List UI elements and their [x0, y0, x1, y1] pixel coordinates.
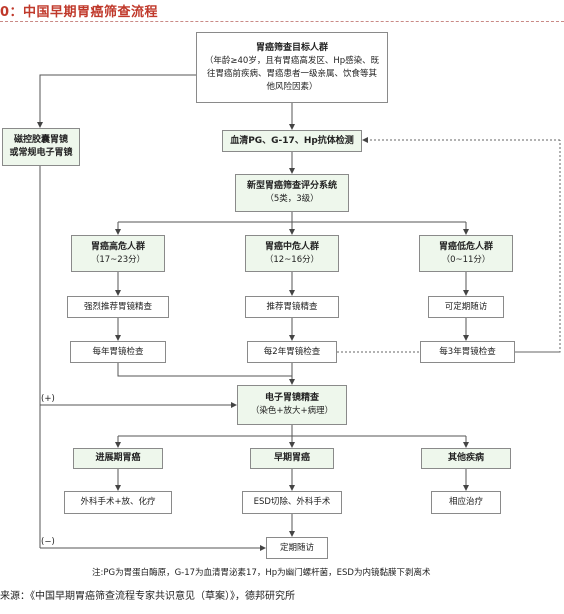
capsule-line1: 磁控胶囊胃镜: [13, 135, 68, 145]
other-treatment: 相应治疗: [448, 497, 483, 507]
capsule-line2: 或常规电子胃镜: [9, 148, 73, 158]
final-followup: 定期随访: [279, 542, 314, 553]
scoring-system-box: 新型胃癌筛查评分系统 （5类，3级）: [235, 174, 349, 212]
advanced-cancer-box: 进展期胃癌: [73, 448, 163, 469]
target-group-desc: （年龄≥40岁，且有胃癌高发区、Hp感染、既往胃癌前疾病、胃癌患者一级亲属、饮食…: [204, 55, 380, 92]
capsule-endoscopy-box: 磁控胶囊胃镜 或常规电子胃镜: [2, 128, 80, 166]
low-followup-dashed-line: [515, 140, 561, 353]
advanced-treatment: 外科手术+放、化疗: [80, 497, 156, 507]
scoring-title: 新型胃癌筛查评分系统: [246, 181, 337, 191]
scoring-sub: （5类，3级）: [265, 194, 319, 204]
low-risk-group-box: 胃癌低危人群 （0~11分）: [419, 235, 513, 272]
other-disease-title: 其他疾病: [447, 453, 484, 463]
early-cancer-title: 早期胃癌: [273, 453, 310, 463]
early-treatment-box: ESD切除、外科手术: [242, 491, 342, 514]
low-risk-followup: 每3年胃镜检查: [439, 346, 496, 357]
mid-risk-followup: 每2年胃镜检查: [263, 346, 321, 357]
high-followup-merge-line: [117, 363, 292, 377]
precise-sub: （染色+放大+病理）: [250, 406, 334, 416]
low-risk-action-box: 可定期随访: [428, 296, 504, 318]
title-divider: [0, 21, 564, 22]
final-followup-box: 定期随访: [266, 537, 328, 559]
low-risk-range: （0~11分）: [441, 254, 491, 265]
high-risk-range: （17~23分）: [90, 254, 146, 265]
serum-test-box: 血清PG、G-17、Hp抗体检测: [222, 130, 362, 152]
other-treatment-box: 相应治疗: [431, 491, 501, 514]
low-risk-title: 胃癌低危人群: [438, 241, 493, 252]
high-risk-title: 胃癌高危人群: [90, 241, 145, 252]
high-risk-group-box: 胃癌高危人群 （17~23分）: [71, 235, 165, 272]
advanced-treatment-box: 外科手术+放、化疗: [64, 491, 172, 514]
high-risk-followup-box: 每年胃镜检查: [70, 341, 166, 363]
abbreviation-note: 注:PG为胃蛋白酶原，G-17为血清胃泌素17，Hp为幽门螺杆菌，ESD为内镜黏…: [92, 568, 431, 578]
high-risk-followup: 每年胃镜检查: [92, 346, 144, 357]
source-line: 来源：《中国早期胃癌筛查流程专家共识意见（草案）》，德邦研究所: [0, 591, 295, 602]
arrow-target-to-capsule: [37, 74, 235, 128]
plus-label: (+): [41, 394, 55, 404]
advanced-cancer-title: 进展期胃癌: [95, 453, 141, 463]
other-disease-box: 其他疾病: [421, 448, 511, 469]
target-group-box: 胃癌筛查目标人群 （年龄≥40岁，且有胃癌高发区、Hp感染、既往胃癌前疾病、胃癌…: [196, 32, 388, 103]
minus-label: (−): [41, 537, 55, 547]
high-risk-action-box: 强烈推荐胃镜精查: [67, 296, 169, 318]
high-risk-action: 强烈推荐胃镜精查: [83, 301, 152, 312]
low-risk-followup-box: 每3年胃镜检查: [420, 341, 515, 363]
mid-risk-range: （12~16分）: [264, 254, 320, 265]
mid-risk-title: 胃癌中危人群: [264, 241, 319, 252]
mid-risk-action: 推荐胃镜精查: [266, 301, 318, 312]
precise-endoscopy-box: 电子胃镜精查 （染色+放大+病理）: [237, 385, 347, 425]
mid-risk-action-box: 推荐胃镜精查: [245, 296, 339, 318]
low-risk-action: 可定期随访: [444, 301, 488, 312]
mid-risk-followup-box: 每2年胃镜检查: [247, 341, 337, 363]
precise-title: 电子胃镜精查: [264, 393, 319, 403]
early-cancer-box: 早期胃癌: [250, 448, 334, 469]
early-treatment: ESD切除、外科手术: [253, 497, 331, 507]
mid-risk-group-box: 胃癌中危人群 （12~16分）: [245, 235, 339, 272]
serum-test-label: 血清PG、G-17、Hp抗体检测: [230, 135, 354, 146]
target-group-title: 胃癌筛查目标人群: [255, 42, 328, 53]
figure-title: 0：中国早期胃癌筛查流程: [0, 5, 159, 20]
